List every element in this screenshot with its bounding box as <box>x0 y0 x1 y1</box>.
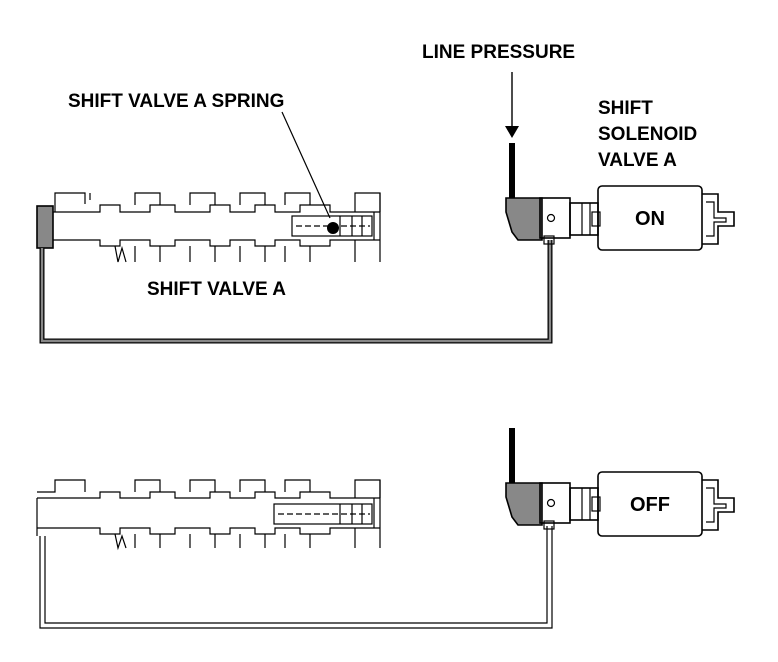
line-pressure-label: LINE PRESSURE <box>422 42 575 63</box>
solenoid-valve-bottom <box>505 471 735 537</box>
exhaust-passage-bottom <box>39 526 553 629</box>
line-pressure-arrow <box>505 72 519 198</box>
shift-valve-label: SHIFT VALVE A <box>147 279 286 300</box>
state-label-off: OFF <box>630 494 670 516</box>
pressure-cap-top <box>36 205 54 249</box>
bottom-assembly-off <box>36 428 735 629</box>
solenoid-housing-bottom <box>597 471 703 537</box>
pressure-passage-top <box>39 240 553 344</box>
state-label-on: ON <box>635 208 665 230</box>
solenoid-label-line3: VALVE A <box>598 150 677 171</box>
shift-valve-body-bottom <box>36 479 381 551</box>
top-assembly-on <box>36 72 735 344</box>
solenoid-label-line2: SOLENOID <box>598 124 697 145</box>
spring-label: SHIFT VALVE A SPRING <box>68 91 284 112</box>
solenoid-housing-top <box>597 185 703 251</box>
spring-leader-line <box>281 111 331 219</box>
line-pressure-stub-bottom <box>509 428 515 483</box>
solenoid-valve-top <box>505 185 735 251</box>
spring-ball <box>327 222 339 234</box>
solenoid-label-line1: SHIFT <box>598 98 653 119</box>
